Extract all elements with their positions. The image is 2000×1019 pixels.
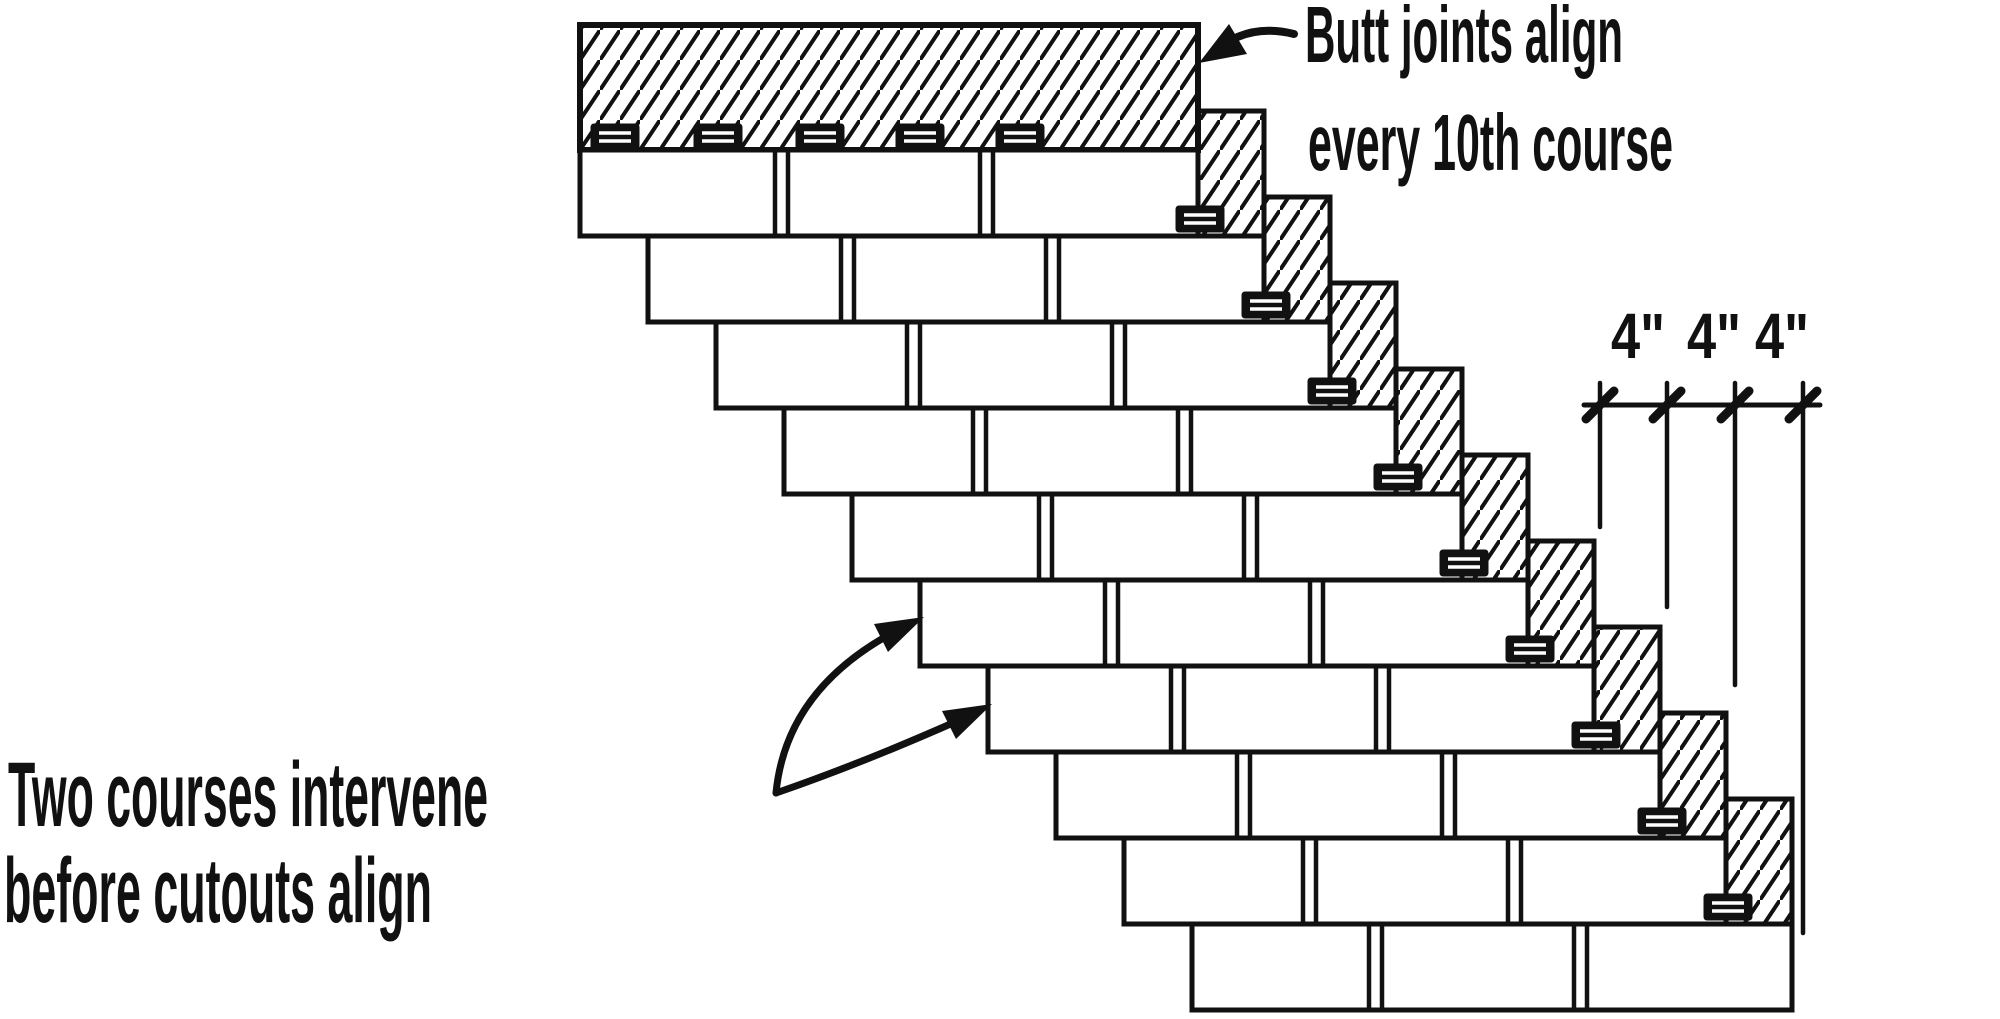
- cutout-arrow-lower: [772, 718, 959, 797]
- nail-icon-detail: [1448, 557, 1480, 569]
- tab-cutout-slot-course-2: [838, 238, 857, 324]
- nail-icon-detail: [1382, 471, 1414, 483]
- nail-icon: [1505, 635, 1555, 663]
- tab-cutout-slot-course-9: [1300, 840, 1319, 926]
- dimension-tick-icon: [1648, 386, 1686, 424]
- dimension-label-3: 4": [1755, 300, 1809, 372]
- tab-row-course-1: [577, 147, 1201, 239]
- nail-icon-detail: [804, 131, 836, 143]
- nail-icon: [693, 123, 743, 151]
- tab-cutout-slot-course-3: [1109, 324, 1128, 410]
- tab-row-course-7: [985, 663, 1597, 755]
- nail-icon-detail: [1316, 385, 1348, 397]
- tab-cutout-slot-course-1: [772, 152, 791, 238]
- cutout-arrowhead-upper-icon: [874, 617, 924, 652]
- tab-cutout-slot-course-5: [1241, 496, 1260, 582]
- tab-cutout-slot-course-9: [1505, 840, 1524, 926]
- nail-icon: [1307, 377, 1357, 405]
- tab-row-course-5: [849, 491, 1465, 583]
- nail-icon-detail: [599, 131, 631, 143]
- nail-icon-detail: [1184, 213, 1216, 225]
- nail-icon-detail: [1646, 815, 1678, 827]
- dimension-tick-icon: [1784, 386, 1822, 424]
- dimension-label-1: 4": [1611, 300, 1665, 372]
- tab-cutout-slot-course-2: [1043, 238, 1062, 324]
- tab-cutout-slot-course-1: [977, 152, 996, 238]
- cutout-arrow-upper: [772, 628, 898, 797]
- nail-icon: [795, 123, 845, 151]
- nail-icon-detail: [702, 131, 734, 143]
- top-course-hatched-band: [577, 22, 1201, 153]
- tab-row-course-2: [645, 233, 1267, 325]
- tab-row-course-10: [1189, 921, 1795, 1013]
- tab-cutout-slot-course-4: [970, 410, 989, 496]
- annotation-two-courses-line1: Two courses intervene: [8, 744, 488, 846]
- nail-icon: [1439, 549, 1489, 577]
- tab-row-course-3: [713, 319, 1333, 411]
- leader-arrows: [772, 24, 1298, 797]
- nail-icon: [895, 123, 945, 151]
- dimension-tick-icon: [1581, 386, 1619, 424]
- nail-icon-detail: [1580, 729, 1612, 741]
- annotation-butt-joints-line2: every 10th course: [1308, 98, 1673, 187]
- tab-cutout-slot-course-3: [904, 324, 923, 410]
- tab-cutout-slot-course-5: [1036, 496, 1055, 582]
- tab-cutout-slot-course-7: [1168, 668, 1187, 754]
- nail-icon-detail: [904, 131, 936, 143]
- tab-cutout-slot-course-6: [1102, 582, 1121, 668]
- nail-icon-detail: [1004, 131, 1036, 143]
- tab-row-course-4: [781, 405, 1399, 497]
- butt-joints-arrowhead-icon: [1199, 24, 1247, 63]
- annotation-two-courses-line2: before cutouts align: [4, 840, 432, 942]
- nail-icon: [1373, 463, 1423, 491]
- nail-icon: [1241, 291, 1291, 319]
- cutout-arrowhead-lower-icon: [942, 704, 992, 739]
- tab-cutout-slot-course-7: [1373, 668, 1392, 754]
- tab-cutout-slot-course-8: [1439, 754, 1458, 840]
- dimension-tick-icon: [1716, 386, 1754, 424]
- nail-icon: [1175, 205, 1225, 233]
- tab-cutout-slot-course-6: [1307, 582, 1326, 668]
- tab-cutout-slot-course-10: [1366, 926, 1385, 1012]
- nail-icon-detail: [1712, 901, 1744, 913]
- nail-icon: [995, 123, 1045, 151]
- dimension-label-2: 4": [1687, 300, 1741, 372]
- tab-row-course-6: [917, 577, 1531, 669]
- tab-row-course-9: [1121, 835, 1729, 927]
- tab-cutout-slot-course-10: [1571, 926, 1590, 1012]
- nail-icon: [1571, 721, 1621, 749]
- nail-icon: [590, 123, 640, 151]
- tab-cutout-slot-course-4: [1175, 410, 1194, 496]
- shingle-courses: [577, 22, 1795, 1013]
- nail-icon: [1703, 893, 1753, 921]
- annotation-butt-joints-line1: Butt joints align: [1305, 0, 1623, 79]
- nail-icon: [1637, 807, 1687, 835]
- dimension-lines: [1581, 380, 1823, 936]
- nail-icon-detail: [1250, 299, 1282, 311]
- tab-cutout-slot-course-8: [1234, 754, 1253, 840]
- nail-icon-detail: [1514, 643, 1546, 655]
- tab-row-course-8: [1053, 749, 1663, 841]
